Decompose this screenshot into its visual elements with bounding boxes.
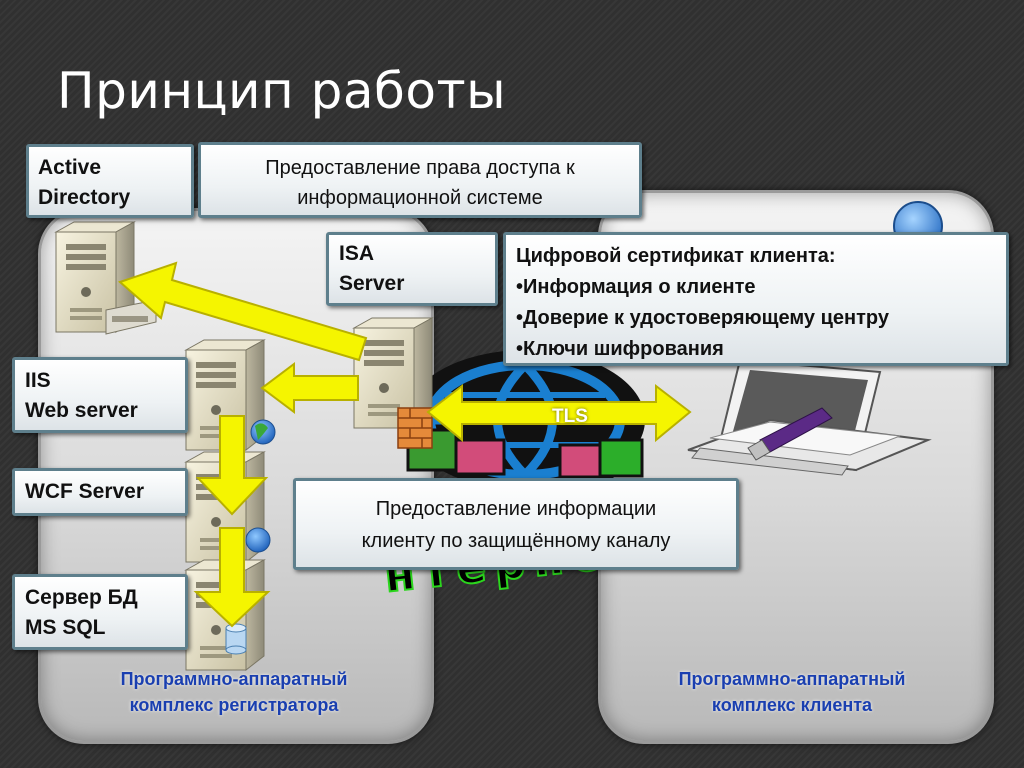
certificate-item: •Информация о клиенте (516, 276, 756, 298)
tls-label: TLS (552, 406, 588, 427)
callout-line: Active (38, 156, 102, 179)
wcf-callout: WCF Server (12, 468, 188, 516)
callout-line: Server (339, 272, 405, 295)
arrow-iis-to-wcf (195, 415, 269, 516)
caption-line: Программно-аппаратный (120, 669, 348, 689)
iis-callout: IIS Web server (12, 357, 188, 433)
isa-server-callout: ISA Server (326, 232, 498, 306)
callout-line: Предоставление информации (375, 498, 657, 520)
firewall-icon (397, 407, 433, 449)
client-panel-caption: Программно-аппаратный комплекс клиента (606, 666, 978, 718)
callout-line: WCF Server (25, 480, 145, 503)
ad-server-icon (55, 221, 157, 335)
arrow-isa-to-iis (260, 362, 359, 414)
callout-line: информационной системе (297, 187, 543, 209)
arrow-isa-to-ad (118, 261, 368, 362)
database-icon (225, 623, 247, 655)
flow-arrows (118, 261, 692, 628)
grant-access-callout: Предоставление права доступа к информаци… (198, 142, 642, 218)
caption-line: Программно-аппаратный (678, 669, 906, 689)
info-provision-callout: Предоставление информации клиенту по защ… (293, 478, 739, 570)
registrar-panel-caption: Программно-аппаратный комплекс регистрат… (48, 666, 420, 718)
arrow-tls (426, 383, 692, 443)
db-server-callout: Сервер БД MS SQL (12, 574, 188, 650)
certificate-heading: Цифровой сертификат клиента: (516, 245, 836, 267)
certificate-item: •Ключи шифрования (516, 338, 724, 360)
callout-line: MS SQL (25, 616, 106, 639)
callout-line: Предоставление права доступа к (265, 157, 575, 179)
callout-line: Directory (38, 186, 131, 209)
wcf-globe-icon (245, 527, 271, 553)
callout-line: клиенту по защищённому каналу (361, 530, 671, 552)
client-certificate-callout: Цифровой сертификат клиента: •Информация… (503, 232, 1009, 366)
arrow-wcf-to-db (193, 527, 271, 628)
caption-line: комплекс регистратора (129, 695, 339, 715)
certificate-item: •Доверие к удостоверяющему центру (516, 307, 889, 329)
caption-line: комплекс клиента (711, 695, 873, 715)
callout-line: Web server (25, 399, 138, 422)
slide-title: Принцип работы (57, 62, 507, 120)
callout-line: Сервер БД (25, 586, 138, 609)
usb-token-icon (747, 407, 833, 461)
active-directory-callout: Active Directory (26, 144, 194, 218)
callout-line: IIS (25, 369, 51, 392)
callout-line: ISA (339, 242, 375, 265)
